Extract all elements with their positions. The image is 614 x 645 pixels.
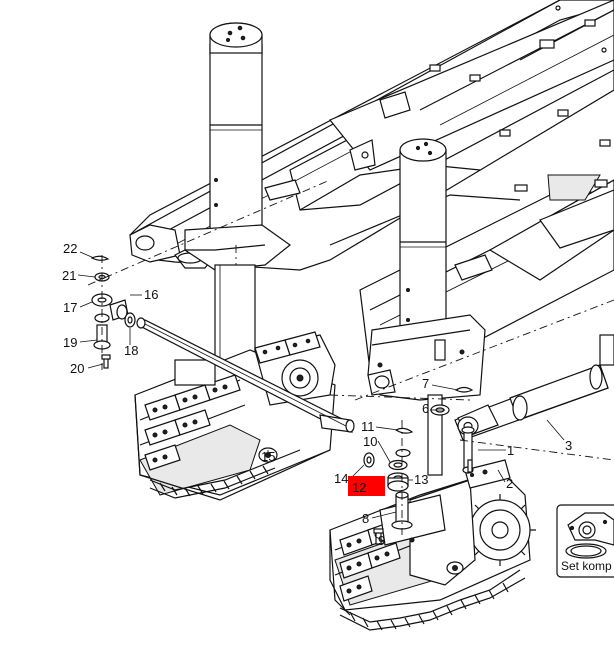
callout-12[interactable]: 12 (352, 480, 366, 495)
callout-15[interactable]: 15 (261, 449, 275, 464)
right-track-unit (329, 459, 536, 631)
leader-lines (77, 251, 565, 542)
callout-18[interactable]: 18 (124, 343, 138, 358)
callout-2[interactable]: 2 (506, 476, 513, 491)
callout-22[interactable]: 22 (63, 241, 77, 256)
pivot-parts-left (90, 255, 136, 369)
left-column (184, 22, 291, 411)
callout-10[interactable]: 10 (363, 434, 377, 449)
main-frame (129, 0, 614, 381)
callout-11[interactable]: 11 (361, 419, 375, 434)
callout-17[interactable]: 17 (63, 300, 77, 315)
axle-shaft (136, 317, 355, 433)
center-lines (87, 179, 614, 535)
callout-19[interactable]: 19 (63, 335, 77, 350)
callout-21[interactable]: 21 (62, 268, 76, 283)
callout-labels: 1 2 3 6 7 8 9 10 11 12 13 14 15 16 17 18… (62, 241, 572, 548)
left-track-unit (134, 331, 336, 501)
callout-6[interactable]: 6 (422, 401, 429, 416)
seal-kit-inset: Set komp (556, 504, 614, 578)
callout-8[interactable]: 8 (362, 511, 369, 526)
callout-9[interactable]: 9 (378, 533, 385, 548)
callout-16[interactable]: 16 (144, 287, 158, 302)
callout-7[interactable]: 7 (422, 376, 429, 391)
callout-20[interactable]: 20 (70, 361, 84, 376)
callout-12-highlight (348, 476, 385, 496)
callout-1[interactable]: 1 (507, 443, 514, 458)
inset-label: Set komp (561, 559, 612, 573)
callout-14[interactable]: 14 (334, 471, 348, 486)
callout-13[interactable]: 13 (414, 472, 428, 487)
right-column (367, 138, 486, 476)
callout-3[interactable]: 3 (565, 438, 572, 453)
